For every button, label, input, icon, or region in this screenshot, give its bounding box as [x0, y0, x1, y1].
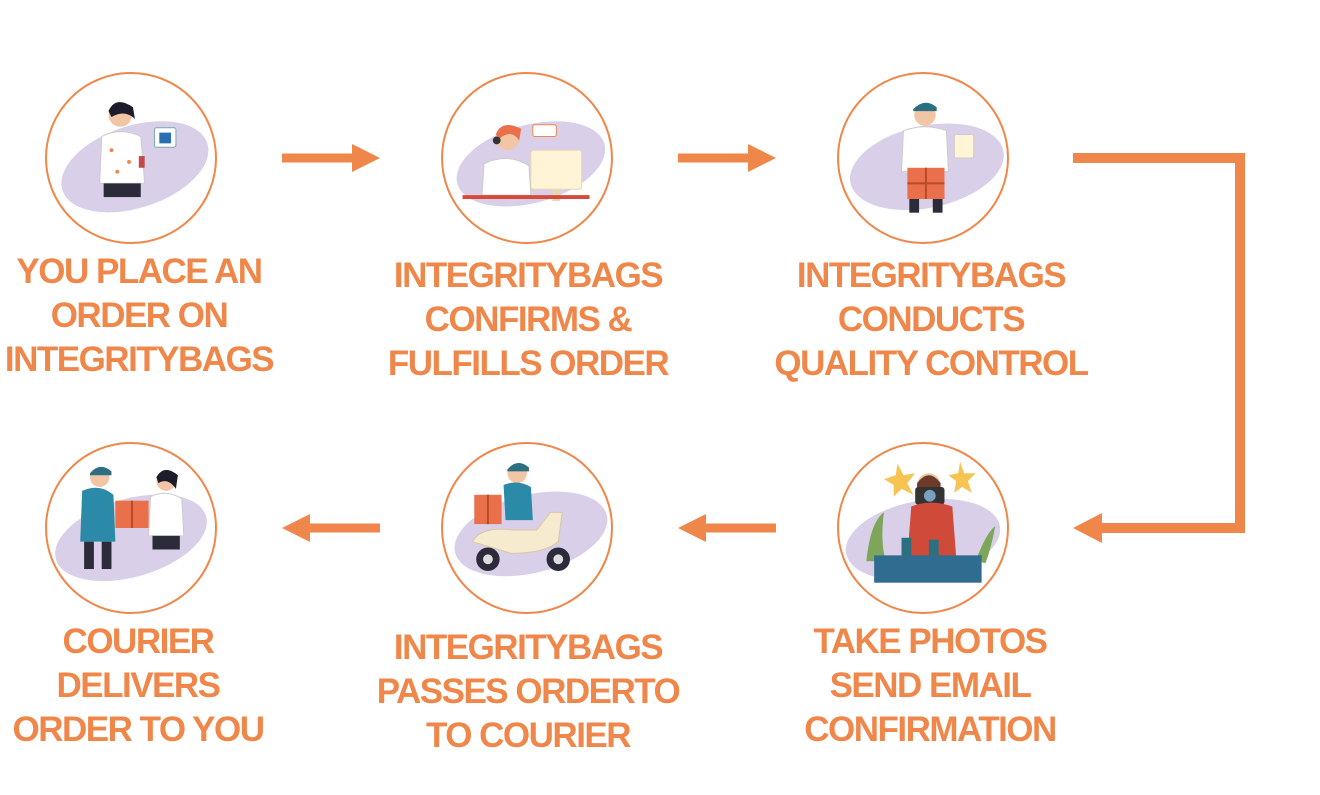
label-line: QUALITY CONTROL — [774, 344, 1089, 383]
label-line: INTEGRITYBAGS — [4, 340, 275, 379]
quality-inspector-icon — [837, 72, 1009, 244]
label-line: TAKE PHOTOS — [813, 622, 1048, 661]
label-line: ORDER ON — [50, 296, 229, 335]
label-line: DELIVERS — [56, 666, 221, 705]
label-line: FULFILLS ORDER — [387, 344, 670, 383]
label-line: YOU PLACE AN — [16, 252, 263, 291]
step-6-label: COURIER DELIVERS ORDER TO YOU — [2, 620, 274, 752]
step-4-label: TAKE PHOTOS SEND EMAIL CONFIRMATION — [780, 620, 1080, 752]
step-5-label: INTEGRITYBAGS PASSES ORDERTO TO COURIER — [376, 626, 681, 758]
arrow-right-icon — [678, 144, 776, 172]
label-line: CONDUCTS — [837, 300, 1026, 339]
step-2-label: INTEGRITYBAGS CONFIRMS & FULFILLS ORDER — [380, 254, 676, 386]
woman-shopping-on-phone-icon — [45, 72, 217, 244]
step-3-label: INTEGRITYBAGS CONDUCTS QUALITY CONTROL — [766, 254, 1096, 386]
package-handover-icon — [45, 442, 217, 614]
step-1-label: YOU PLACE AN ORDER ON INTEGRITYBAGS — [0, 250, 278, 382]
label-line: ORDER TO YOU — [12, 710, 265, 749]
label-line: PASSES ORDERTO — [376, 672, 681, 711]
label-line: INTEGRITYBAGS — [796, 256, 1067, 295]
elbow-connector-arrow-icon — [1073, 153, 1245, 543]
label-line: CONFIRMATION — [804, 710, 1057, 749]
label-line: CONFIRMS & — [424, 300, 633, 339]
arrow-left-icon — [678, 514, 776, 542]
photographer-camera-icon — [837, 442, 1009, 614]
arrow-left-icon — [282, 514, 380, 542]
label-line: COURIER — [62, 622, 215, 661]
scooter-courier-icon — [441, 442, 613, 614]
label-line: INTEGRITYBAGS — [393, 628, 664, 667]
label-line: INTEGRITYBAGS — [393, 256, 664, 295]
customer-support-agent-icon — [441, 72, 613, 244]
label-line: SEND EMAIL — [829, 666, 1032, 705]
arrow-right-icon — [282, 144, 380, 172]
label-line: TO COURIER — [425, 716, 632, 755]
